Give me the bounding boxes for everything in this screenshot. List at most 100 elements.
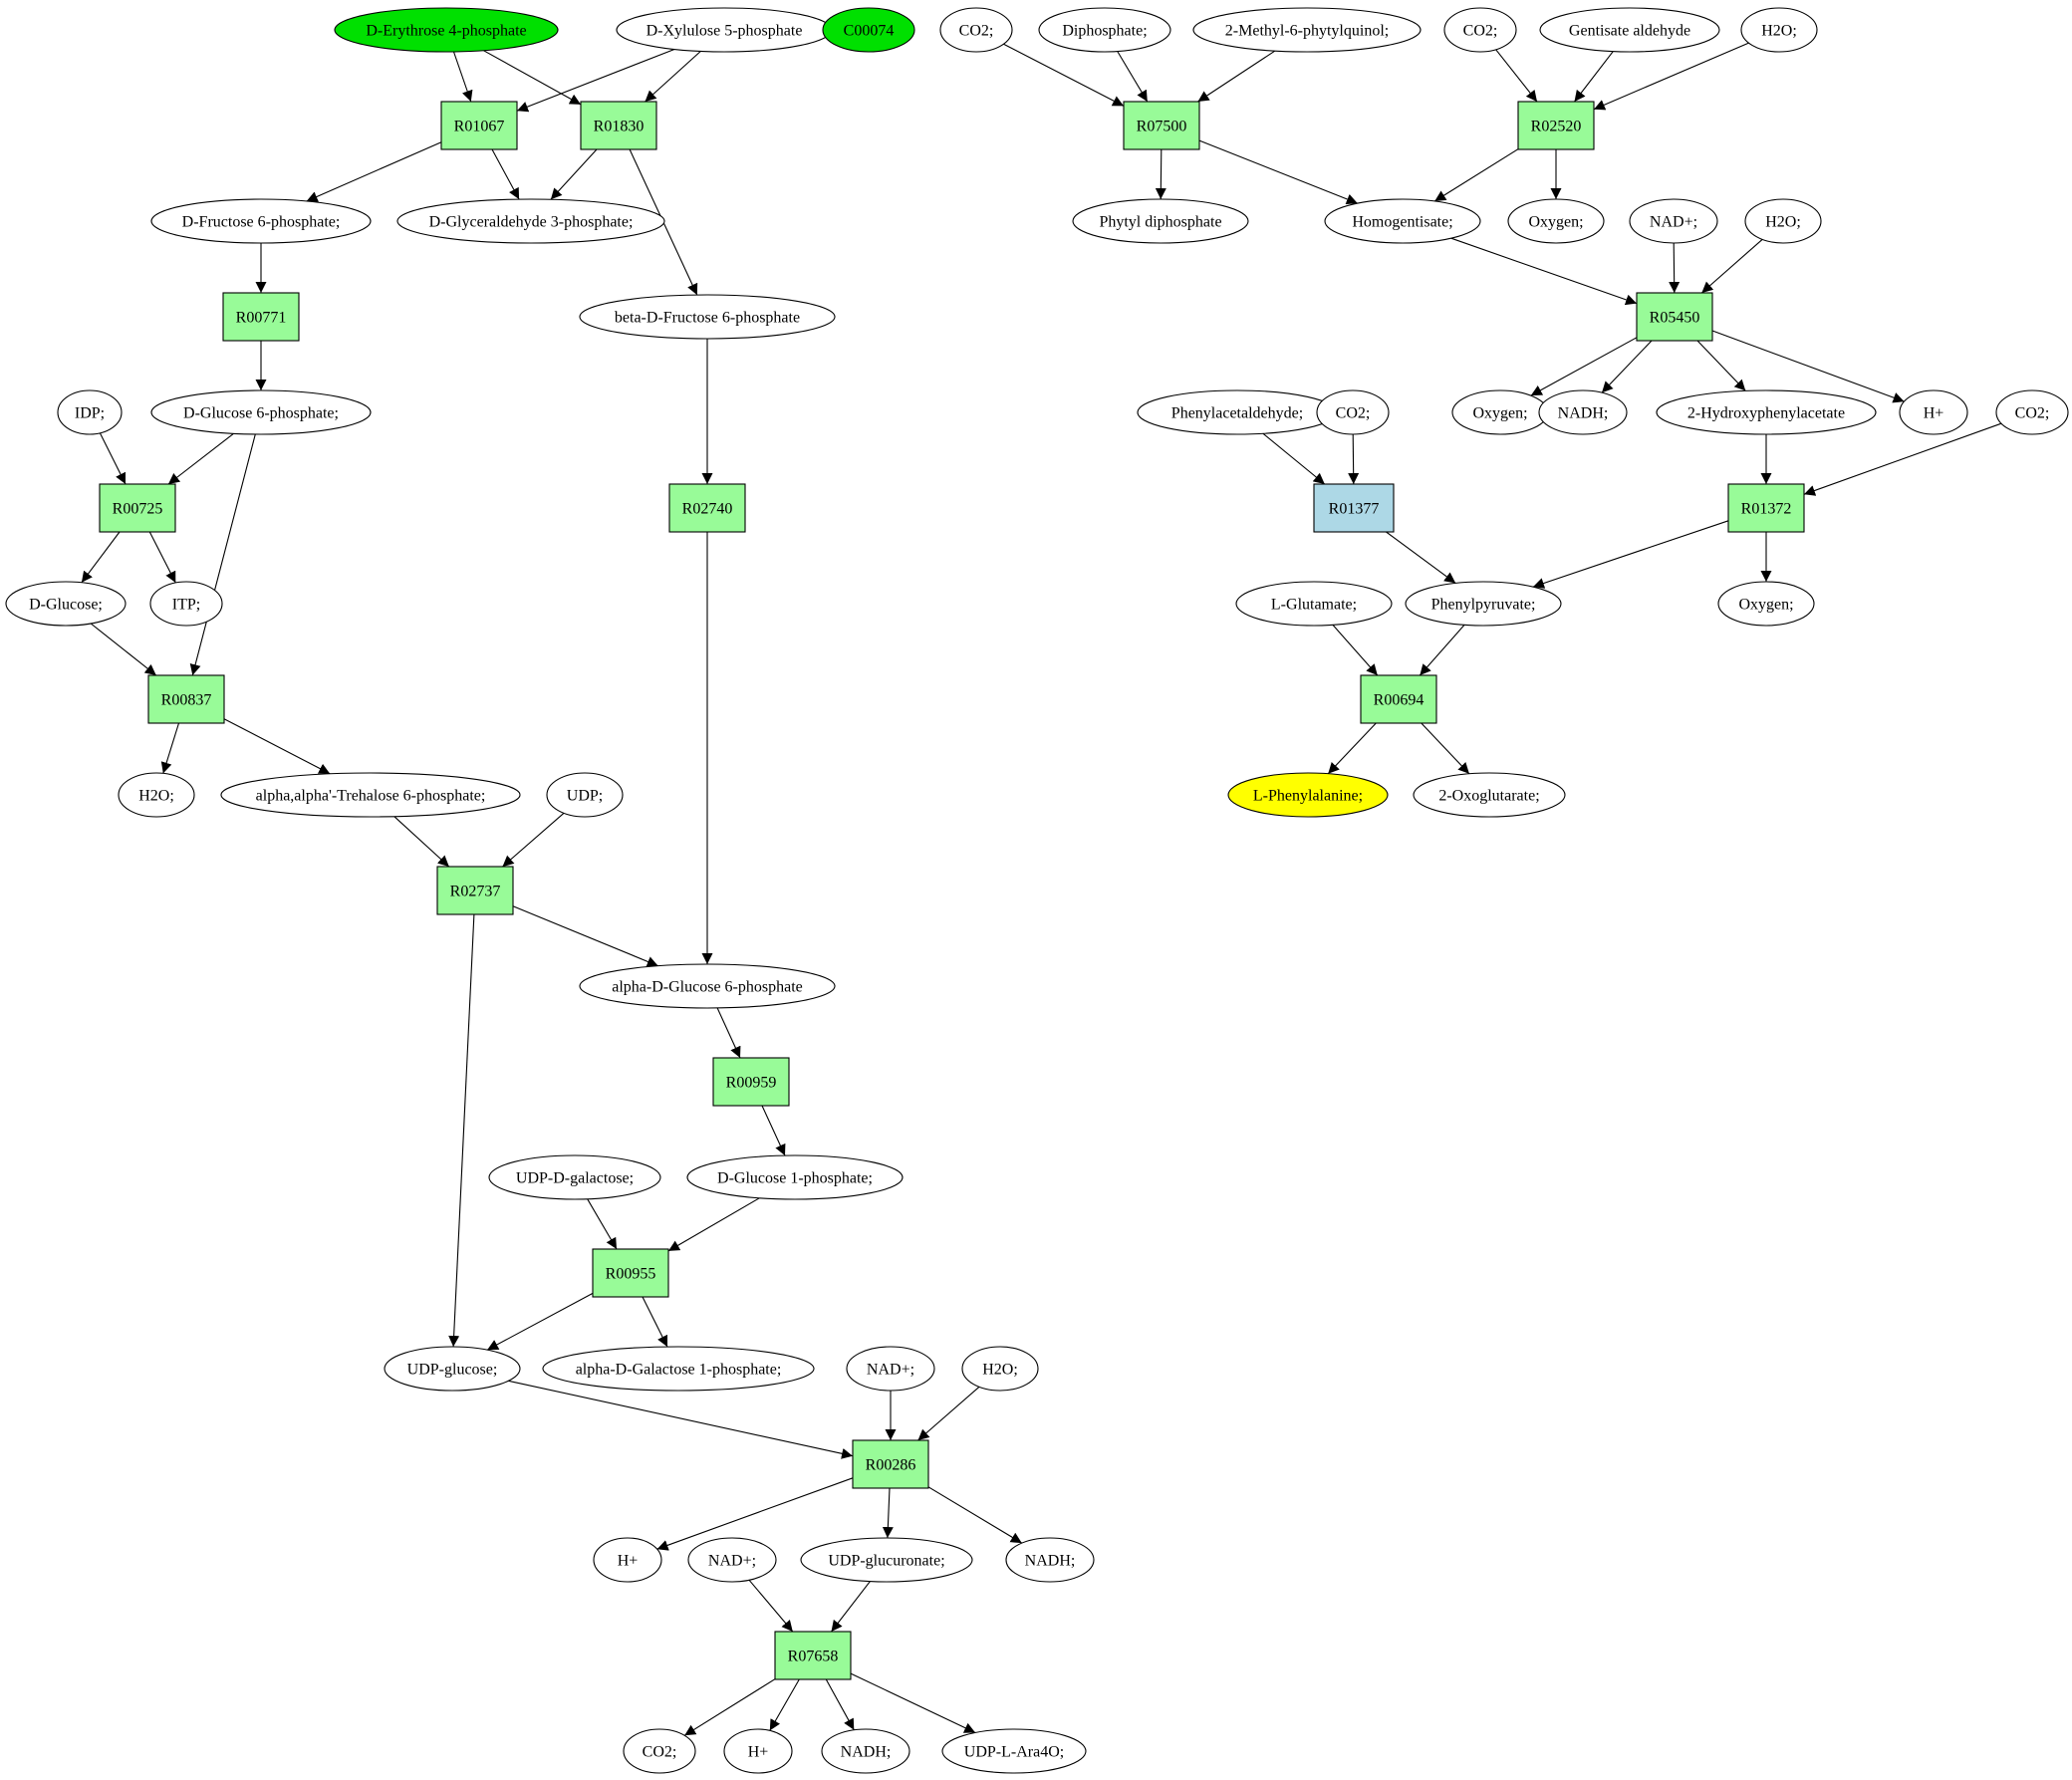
compound-ellipse <box>800 1537 973 1583</box>
compound-node-c-nad-b[interactable]: NAD+; <box>687 1537 777 1583</box>
compound-ellipse <box>546 772 624 818</box>
reaction-node-r01067[interactable]: R01067 <box>440 101 518 150</box>
compound-node-c-h2o-b[interactable]: H2O; <box>961 1346 1039 1392</box>
compound-node-c-phacald[interactable]: Phenylacetaldehyde; <box>1137 389 1338 435</box>
compound-node-c-co2-c[interactable]: CO2; <box>1443 7 1517 53</box>
edge-r00955-to-c-agal1p <box>642 1296 668 1348</box>
compound-ellipse <box>1235 581 1393 627</box>
node-label: 2-Hydroxyphenylacetate <box>1687 405 1845 422</box>
node-label: ITP; <box>172 597 200 614</box>
compound-node-c-hplus-c[interactable]: H+ <box>1899 389 1968 435</box>
compound-node-c-mpq[interactable]: 2-Methyl-6-phytylquinol; <box>1192 7 1422 53</box>
edge-r00837-to-c-trehalose <box>223 718 331 775</box>
compound-node-c-phytyl[interactable]: Phytyl diphosphate <box>1072 198 1249 244</box>
compound-ellipse <box>822 7 915 53</box>
compound-node-c-hpa[interactable]: 2-Hydroxyphenylacetate <box>1656 389 1877 435</box>
reaction-node-r02737[interactable]: R02737 <box>436 866 514 915</box>
node-label: L-Glutamate; <box>1271 597 1357 614</box>
compound-node-c-h2o-d[interactable]: H2O; <box>1744 198 1822 244</box>
reaction-node-r00694[interactable]: R00694 <box>1360 674 1437 724</box>
compound-node-c-xylulose[interactable]: D-Xylulose 5-phosphate <box>616 7 833 53</box>
compound-node-c-hplus-a[interactable]: H+ <box>593 1537 662 1583</box>
compound-ellipse <box>1324 198 1481 244</box>
compound-ellipse <box>384 1346 521 1392</box>
compound-node-c-homogent[interactable]: Homogentisate; <box>1324 198 1481 244</box>
reaction-node-r07658[interactable]: R07658 <box>774 1631 852 1680</box>
compound-node-c-agal1p[interactable]: alpha-D-Galactose 1-phosphate; <box>542 1346 815 1392</box>
compound-node-c-glucose[interactable]: D-Glucose; <box>5 581 127 627</box>
edge-c-glu-to-r00694 <box>1332 624 1379 676</box>
compound-node-c-trehalose[interactable]: alpha,alpha'-Trehalose 6-phosphate; <box>220 772 521 818</box>
node-label: R00694 <box>1374 692 1424 709</box>
reaction-node-r02520[interactable]: R02520 <box>1517 101 1595 150</box>
reaction-node-r01377[interactable]: R01377 <box>1313 483 1395 533</box>
compound-node-c-nad-a[interactable]: NAD+; <box>846 1346 935 1392</box>
edge-r00725-to-c-glucose <box>81 531 121 584</box>
compound-node-c-co2-e[interactable]: CO2; <box>1995 389 2069 435</box>
compound-node-c-bf6p[interactable]: beta-D-Fructose 6-phosphate <box>579 294 836 340</box>
reaction-node-r00725[interactable]: R00725 <box>99 483 176 533</box>
reaction-node-r00959[interactable]: R00959 <box>712 1057 790 1107</box>
reaction-node-r01372[interactable]: R01372 <box>1727 483 1805 533</box>
compound-node-c-nadh-a[interactable]: NADH; <box>1005 1537 1095 1583</box>
node-label: R07658 <box>788 1649 839 1665</box>
node-label: NADH; <box>841 1744 892 1761</box>
reaction-node-r05450[interactable]: R05450 <box>1636 292 1713 342</box>
reaction-node-r01830[interactable]: R01830 <box>580 101 657 150</box>
compound-node-c-g1p[interactable]: D-Glucose 1-phosphate; <box>686 1154 904 1200</box>
reaction-node-r00955[interactable]: R00955 <box>592 1248 669 1298</box>
reaction-box <box>147 674 225 724</box>
edge-c-homogent-to-r05450 <box>1450 237 1638 306</box>
node-label: Diphosphate; <box>1062 23 1147 40</box>
compound-node-c-gentisald[interactable]: Gentisate aldehyde <box>1539 7 1720 53</box>
compound-node-c-diphosphate[interactable]: Diphosphate; <box>1038 7 1171 53</box>
reaction-node-r00286[interactable]: R00286 <box>852 1439 929 1489</box>
compound-node-c-oxy-a[interactable]: Oxygen; <box>1507 198 1605 244</box>
compound-node-c-hplus-b[interactable]: H+ <box>723 1728 793 1774</box>
compound-node-c-ag6p[interactable]: alpha-D-Glucose 6-phosphate <box>579 963 836 1009</box>
edge-c-diphosphate-to-r07500 <box>1117 51 1149 103</box>
compound-node-c-idp[interactable]: IDP; <box>57 389 123 435</box>
compound-node-c-phe[interactable]: L-Phenylalanine; <box>1227 772 1389 818</box>
compound-ellipse <box>1507 198 1605 244</box>
compound-node-c-phpyr[interactable]: Phenylpyruvate; <box>1405 581 1562 627</box>
compound-node-c-h2o-a[interactable]: H2O; <box>118 772 195 818</box>
compound-node-c-erythrose[interactable]: D-Erythrose 4-phosphate <box>334 7 559 53</box>
node-label: H2O; <box>982 1362 1018 1379</box>
compound-node-c-nad-c[interactable]: NAD+; <box>1629 198 1718 244</box>
compound-node-c-f6p[interactable]: D-Fructose 6-phosphate; <box>150 198 372 244</box>
compound-node-c-co2-d[interactable]: CO2; <box>1316 389 1390 435</box>
node-label: D-Erythrose 4-phosphate <box>366 23 526 40</box>
edge-c-g6p-to-r00725 <box>167 432 234 485</box>
compound-node-c-co2-b[interactable]: CO2; <box>939 7 1013 53</box>
edge-r02520-to-c-homogent <box>1433 148 1519 202</box>
compound-node-c-glu[interactable]: L-Glutamate; <box>1235 581 1393 627</box>
edge-r00959-to-c-g1p <box>761 1105 786 1156</box>
compound-node-c-udpglcu[interactable]: UDP-glucuronate; <box>800 1537 973 1583</box>
compound-node-c-oxy-c[interactable]: Oxygen; <box>1717 581 1815 627</box>
compound-node-c-itp[interactable]: ITP; <box>149 581 223 627</box>
edge-r07500-to-c-phytyl <box>1155 148 1166 200</box>
reaction-node-r00837[interactable]: R00837 <box>147 674 225 724</box>
compound-node-c-udp[interactable]: UDP; <box>546 772 624 818</box>
reaction-node-r07500[interactable]: R07500 <box>1123 101 1200 150</box>
node-label: CO2; <box>959 23 994 40</box>
compound-node-c-oxy-b[interactable]: Oxygen; <box>1451 389 1549 435</box>
compound-node-c-h2o-c[interactable]: H2O; <box>1740 7 1818 53</box>
compound-node-c-co2-a[interactable]: CO2; <box>623 1728 696 1774</box>
compound-node-c-udpglc[interactable]: UDP-glucose; <box>384 1346 521 1392</box>
compound-node-c-c00074[interactable]: C00074 <box>822 7 915 53</box>
compound-ellipse <box>1038 7 1171 53</box>
compound-node-c-nadh-c[interactable]: NADH; <box>1538 389 1628 435</box>
compound-node-c-g3p[interactable]: D-Glyceraldehyde 3-phosphate; <box>396 198 665 244</box>
reaction-node-r02740[interactable]: R02740 <box>668 483 746 533</box>
compound-node-c-udpara[interactable]: UDP-L-Ara4O; <box>941 1728 1087 1774</box>
compound-node-c-oxoglu[interactable]: 2-Oxoglutarate; <box>1413 772 1566 818</box>
compound-node-c-g6p[interactable]: D-Glucose 6-phosphate; <box>150 389 372 435</box>
compound-node-c-udpgal[interactable]: UDP-D-galactose; <box>488 1154 661 1200</box>
reaction-box <box>592 1248 669 1298</box>
reaction-node-r00771[interactable]: R00771 <box>222 292 300 342</box>
node-label: NADH; <box>1558 405 1609 422</box>
reaction-box <box>774 1631 852 1680</box>
compound-node-c-nadh-b[interactable]: NADH; <box>821 1728 910 1774</box>
